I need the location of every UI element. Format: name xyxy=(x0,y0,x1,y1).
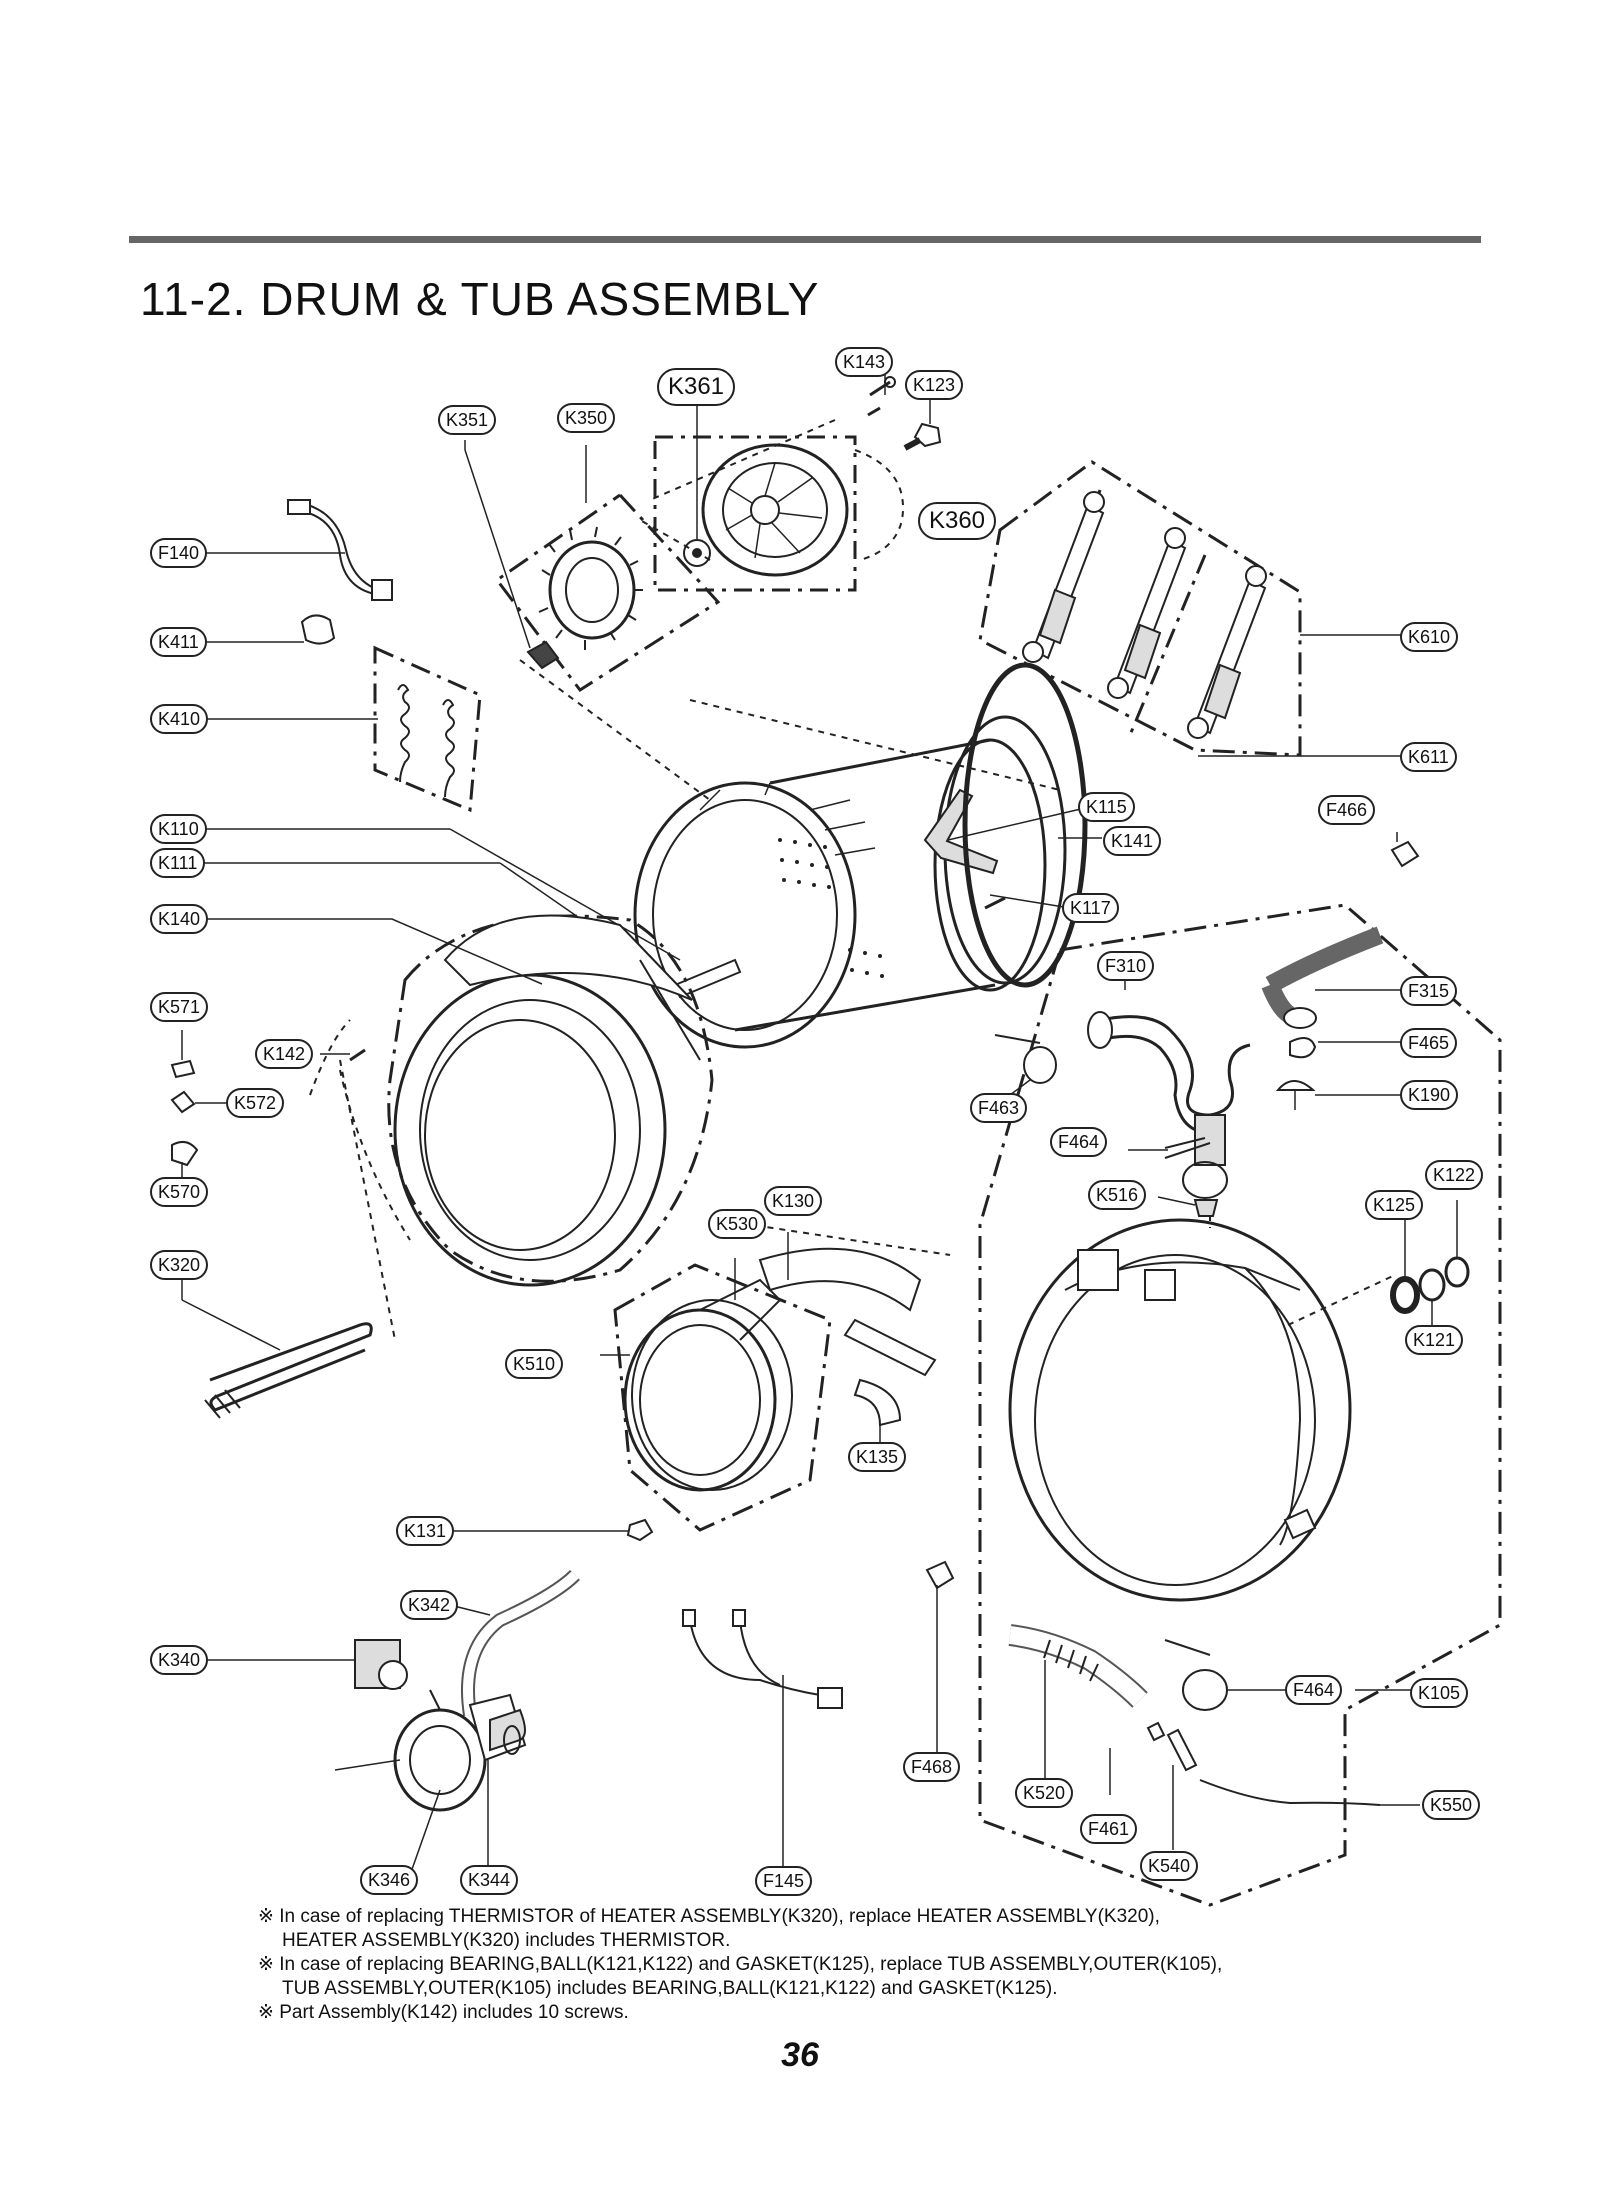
section-number: 11-2. xyxy=(140,273,247,325)
section-heading: DRUM & TUB ASSEMBLY xyxy=(260,273,820,325)
springs-k410 xyxy=(182,645,482,813)
header-rule xyxy=(129,236,1481,243)
screw-k142 xyxy=(320,1048,366,1062)
pump-group xyxy=(182,1569,580,1876)
part-label: K571 xyxy=(150,992,209,1022)
small-parts-left xyxy=(170,1030,228,1178)
part-label: K130 xyxy=(764,1186,823,1216)
bearings-group xyxy=(1390,1200,1470,1325)
part-label: K131 xyxy=(396,1516,455,1546)
notes-block: ※ In case of replacing THERMISTOR of HEA… xyxy=(258,1905,1458,2025)
outer-tub-group xyxy=(978,903,1502,1907)
part-label: K105 xyxy=(1410,1678,1469,1708)
part-label: K540 xyxy=(1140,1851,1199,1881)
part-label: K320 xyxy=(150,1250,209,1280)
part-label: K572 xyxy=(226,1088,285,1118)
lower-right-parts xyxy=(1109,1639,1422,1850)
dampers-group xyxy=(978,460,1405,757)
part-label: K117 xyxy=(1062,893,1119,923)
part-label: K550 xyxy=(1422,1790,1481,1820)
part-label: K361 xyxy=(657,368,735,406)
part-label: K350 xyxy=(557,403,616,433)
part-label: K344 xyxy=(460,1865,519,1895)
part-label: K115 xyxy=(1078,792,1135,822)
part-label: F465 xyxy=(1400,1028,1458,1058)
part-label: K142 xyxy=(255,1039,314,1069)
tub-front-group xyxy=(182,914,714,1341)
part-label: F461 xyxy=(1080,1814,1138,1844)
harness-f145 xyxy=(682,1609,843,1870)
part-f466 xyxy=(1390,832,1420,868)
part-label: K125 xyxy=(1365,1190,1424,1220)
fastener-screws xyxy=(867,370,942,451)
part-label: K530 xyxy=(708,1209,767,1239)
part-label: K143 xyxy=(835,347,894,377)
part-label: K122 xyxy=(1425,1160,1484,1190)
part-label: F463 xyxy=(970,1093,1028,1123)
part-label: F315 xyxy=(1400,976,1458,1006)
note-line: HEATER ASSEMBLY(K320) includes THERMISTO… xyxy=(282,1930,731,1951)
part-label: K135 xyxy=(848,1442,907,1472)
stator-group xyxy=(464,440,721,801)
part-label: K411 xyxy=(150,627,207,657)
section-title: 11-2. DRUM & TUB ASSEMBLY xyxy=(140,272,819,326)
part-label: K410 xyxy=(150,704,209,734)
small-parts-right xyxy=(994,1034,1412,1228)
part-label: K123 xyxy=(905,370,964,400)
drum-group xyxy=(182,662,1102,1049)
pulley-assembly-group xyxy=(639,400,904,592)
part-label: K570 xyxy=(150,1177,209,1207)
part-label: K342 xyxy=(400,1590,459,1620)
part-label: K611 xyxy=(1400,742,1457,772)
part-f468 xyxy=(925,1560,955,1755)
part-label: K141 xyxy=(1103,826,1162,856)
note-line: ※ In case of replacing THERMISTOR of HEA… xyxy=(258,1906,1160,1927)
note-line: ※ Part Assembly(K142) includes 10 screws… xyxy=(258,2002,629,2023)
part-label: K111 xyxy=(150,848,206,878)
part-label: F145 xyxy=(755,1866,813,1896)
part-label: K360 xyxy=(918,502,996,540)
drain-hose-k520 xyxy=(1008,1624,1148,1778)
part-label: K121 xyxy=(1405,1325,1464,1355)
note-line: TUB ASSEMBLY,OUTER(K105) includes BEARIN… xyxy=(282,1978,1058,1999)
part-label: F464 xyxy=(1285,1675,1343,1705)
part-label: K520 xyxy=(1015,1778,1074,1808)
heater-k320 xyxy=(181,1268,373,1419)
door-gasket-group xyxy=(600,1219,951,1532)
part-label: F468 xyxy=(903,1752,961,1782)
page-number: 36 xyxy=(781,2036,819,2074)
part-label: K340 xyxy=(150,1645,209,1675)
part-label: K610 xyxy=(1400,622,1459,652)
part-label: K351 xyxy=(438,405,497,435)
part-label: K516 xyxy=(1088,1180,1147,1210)
part-label: K510 xyxy=(505,1349,564,1379)
note-line: ※ In case of replacing BEARING,BALL(K121… xyxy=(258,1954,1223,1975)
part-label: K140 xyxy=(150,904,209,934)
part-label: K190 xyxy=(1400,1080,1459,1110)
part-label: K346 xyxy=(360,1865,419,1895)
part-label: F310 xyxy=(1097,951,1155,981)
harness-f140 xyxy=(180,499,393,601)
part-label: F466 xyxy=(1318,795,1376,825)
part-label: F464 xyxy=(1050,1127,1108,1157)
part-label: K110 xyxy=(150,814,207,844)
screw-k117 xyxy=(984,896,1006,910)
part-label: F140 xyxy=(150,538,208,568)
screw-k131 xyxy=(450,1518,654,1542)
